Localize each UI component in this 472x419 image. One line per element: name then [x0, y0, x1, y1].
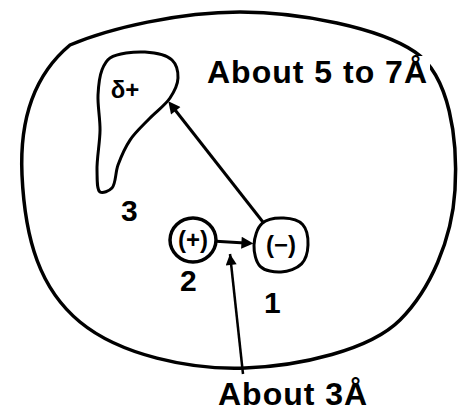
charge-label: (−): [266, 233, 296, 257]
callout-number: 1: [262, 288, 284, 318]
region-outline-path: [170, 218, 216, 262]
callout-number: 2: [178, 266, 200, 296]
distance-arrow: [171, 105, 263, 223]
region-outline-path: [254, 218, 308, 272]
connector-group: [171, 105, 263, 243]
region-blob: (+): [170, 218, 216, 262]
charge-label: δ+: [111, 78, 140, 102]
distance-arrow: [216, 241, 249, 243]
distance-label: About 3Å: [216, 378, 370, 410]
outer-region: [22, 12, 456, 368]
distance-label: About 5 to 7Å: [205, 56, 430, 88]
region-outline-path: [97, 52, 178, 193]
callout-number: 3: [119, 196, 141, 226]
leader-line: [230, 254, 243, 374]
region-outline: [96, 50, 180, 195]
charge-label: (+): [178, 228, 208, 252]
region-blob: (−): [254, 218, 308, 272]
region-blob: δ+: [96, 50, 180, 195]
